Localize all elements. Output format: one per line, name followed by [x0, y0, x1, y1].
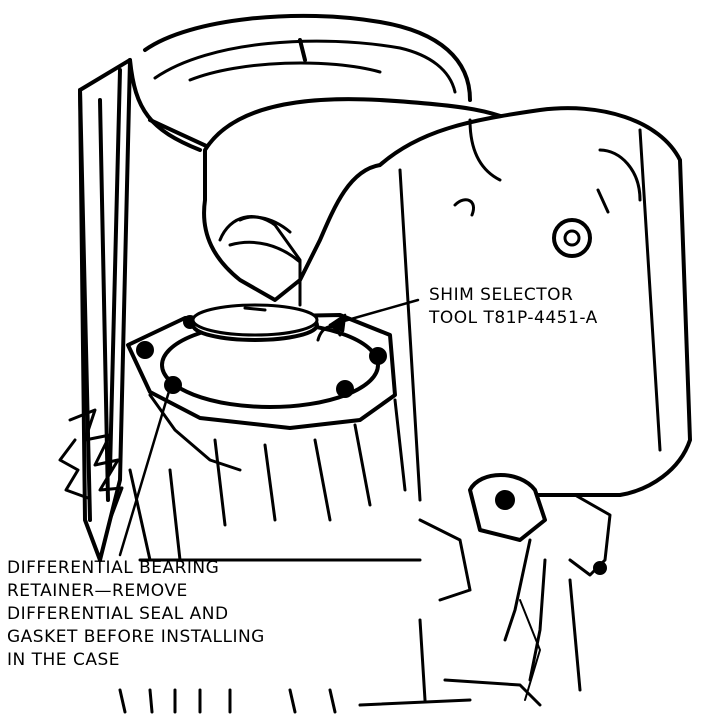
- shim-selector-tool: [191, 215, 342, 342]
- shift-linkage: [418, 473, 612, 707]
- shim-callout-line-2: TOOL T81P-4451-A: [429, 308, 598, 328]
- retainer-callout-line-2: RETAINER—REMOVE: [7, 581, 188, 601]
- leader-lines: [118, 298, 420, 557]
- ring-gear-teeth: [58, 408, 124, 522]
- bearing-retainer-callout: DIFFERENTIAL BEARING RETAINER—REMOVE DIF…: [7, 557, 265, 672]
- retainer-callout-line-3: DIFFERENTIAL SEAL AND: [7, 604, 229, 624]
- upper-housing: [128, 13, 472, 152]
- shim-callout-line-1: SHIM SELECTOR: [429, 285, 574, 305]
- retainer-callout-line-5: IN THE CASE: [7, 650, 120, 670]
- shim-arrowhead: [328, 313, 347, 333]
- bottom-structure: [118, 578, 582, 714]
- bell-housing: [78, 58, 217, 562]
- case-ribs: [128, 393, 422, 562]
- retainer-leader-line: [118, 386, 172, 557]
- transmission-case: [378, 106, 692, 502]
- retainer-callout-line-4: GASKET BEFORE INSTALLING: [7, 627, 265, 647]
- retainer-callout-line-1: DIFFERENTIAL BEARING: [7, 558, 220, 578]
- shim-selector-callout: SHIM SELECTOR TOOL T81P-4451-A: [429, 284, 598, 330]
